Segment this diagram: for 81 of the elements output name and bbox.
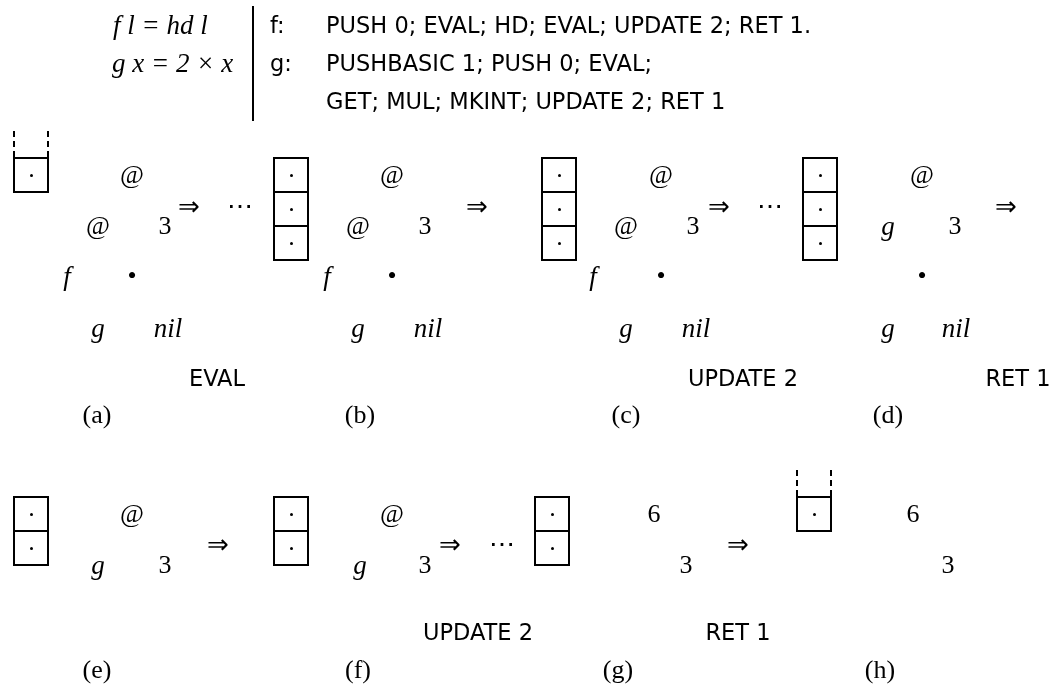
stack-cell bbox=[534, 496, 570, 532]
panel-label: (f) bbox=[345, 657, 371, 683]
stack-cell bbox=[273, 530, 309, 566]
panel-label: (c) bbox=[611, 402, 641, 428]
apply-node-label: @ bbox=[380, 162, 404, 188]
panel-label: (h) bbox=[864, 657, 896, 683]
graph-node-label: g bbox=[881, 314, 895, 342]
stack-cell bbox=[273, 191, 309, 227]
instruction-label: EVAL bbox=[188, 366, 246, 390]
function-name: g: bbox=[270, 51, 292, 75]
ellipsis: ⋯ bbox=[489, 532, 515, 558]
graph-node-label: g bbox=[881, 212, 895, 240]
instruction-sequence: PUSHBASIC 1; PUSH 0; EVAL; bbox=[326, 51, 652, 75]
apply-node-label: @ bbox=[380, 501, 404, 527]
graph-node-label: 6 bbox=[647, 501, 661, 527]
graph-node-label: g bbox=[351, 314, 365, 342]
instruction-label: UPDATE 2 bbox=[688, 366, 798, 390]
graph-node-label: 3 bbox=[158, 552, 172, 578]
panel-label: (e) bbox=[82, 657, 112, 683]
instruction-label: RET 1 bbox=[705, 620, 771, 644]
equation: g x = 2 × x bbox=[112, 49, 234, 77]
panel-label: (a) bbox=[82, 402, 112, 428]
equation: f l = hd l bbox=[113, 11, 208, 39]
graph-node-label: 3 bbox=[686, 213, 700, 239]
stack-cell bbox=[273, 157, 309, 193]
graph-node-label: 3 bbox=[418, 552, 432, 578]
cons-node-label: • bbox=[656, 263, 666, 289]
graph-node-label: g bbox=[91, 314, 105, 342]
transition-symbol: ⇒ bbox=[995, 194, 1017, 220]
cons-node-label: • bbox=[127, 263, 137, 289]
apply-node-label: @ bbox=[86, 213, 110, 239]
graph-node-label: 3 bbox=[948, 213, 962, 239]
graph-node-label: g bbox=[91, 551, 105, 579]
stack-cell bbox=[541, 191, 577, 227]
cons-node-label: • bbox=[917, 263, 927, 289]
stack-cell bbox=[13, 157, 49, 193]
stack-cell bbox=[802, 191, 838, 227]
graph-node-label: nil bbox=[153, 314, 183, 342]
transition-symbol: ⇒ bbox=[466, 194, 488, 220]
panel-label: (b) bbox=[344, 402, 376, 428]
ellipsis: ⋯ bbox=[227, 194, 253, 220]
apply-node-label: @ bbox=[910, 162, 934, 188]
instruction-label: UPDATE 2 bbox=[423, 620, 533, 644]
panel-label: (d) bbox=[872, 402, 904, 428]
apply-node-label: @ bbox=[120, 501, 144, 527]
stack-cell bbox=[802, 157, 838, 193]
transition-symbol: ⇒ bbox=[439, 532, 461, 558]
graph-node-label: 3 bbox=[941, 552, 955, 578]
transition-symbol: ⇒ bbox=[178, 194, 200, 220]
panel-label: (g) bbox=[602, 657, 634, 683]
transition-symbol: ⇒ bbox=[708, 194, 730, 220]
function-name: f: bbox=[270, 13, 285, 37]
graph-node-label: g bbox=[619, 314, 633, 342]
cons-node-label: • bbox=[387, 263, 397, 289]
instruction-label: RET 1 bbox=[985, 366, 1051, 390]
graph-node-label: nil bbox=[941, 314, 971, 342]
stack-cell bbox=[273, 496, 309, 532]
graph-node-label: 3 bbox=[418, 213, 432, 239]
stack-cell bbox=[796, 496, 832, 532]
apply-node-label: @ bbox=[614, 213, 638, 239]
stack-cell bbox=[534, 530, 570, 566]
apply-node-label: @ bbox=[346, 213, 370, 239]
stack-cell bbox=[802, 225, 838, 261]
graph-node-label: nil bbox=[681, 314, 711, 342]
stack-cell bbox=[273, 225, 309, 261]
apply-node-label: @ bbox=[649, 162, 673, 188]
graph-node-label: 3 bbox=[158, 213, 172, 239]
instruction-sequence: PUSH 0; EVAL; HD; EVAL; UPDATE 2; RET 1. bbox=[326, 13, 812, 37]
stack-cell bbox=[13, 496, 49, 532]
apply-node-label: @ bbox=[120, 162, 144, 188]
graph-node-label: nil bbox=[413, 314, 443, 342]
transition-symbol: ⇒ bbox=[727, 532, 749, 558]
graph-node-label: 6 bbox=[906, 501, 920, 527]
stack-cell bbox=[541, 225, 577, 261]
graph-node-label: g bbox=[353, 551, 367, 579]
stack-cell bbox=[541, 157, 577, 193]
ellipsis: ⋯ bbox=[757, 194, 783, 220]
graph-node-label: 3 bbox=[679, 552, 693, 578]
stack-cell bbox=[13, 530, 49, 566]
instruction-sequence: GET; MUL; MKINT; UPDATE 2; RET 1 bbox=[326, 89, 726, 113]
transition-symbol: ⇒ bbox=[207, 532, 229, 558]
